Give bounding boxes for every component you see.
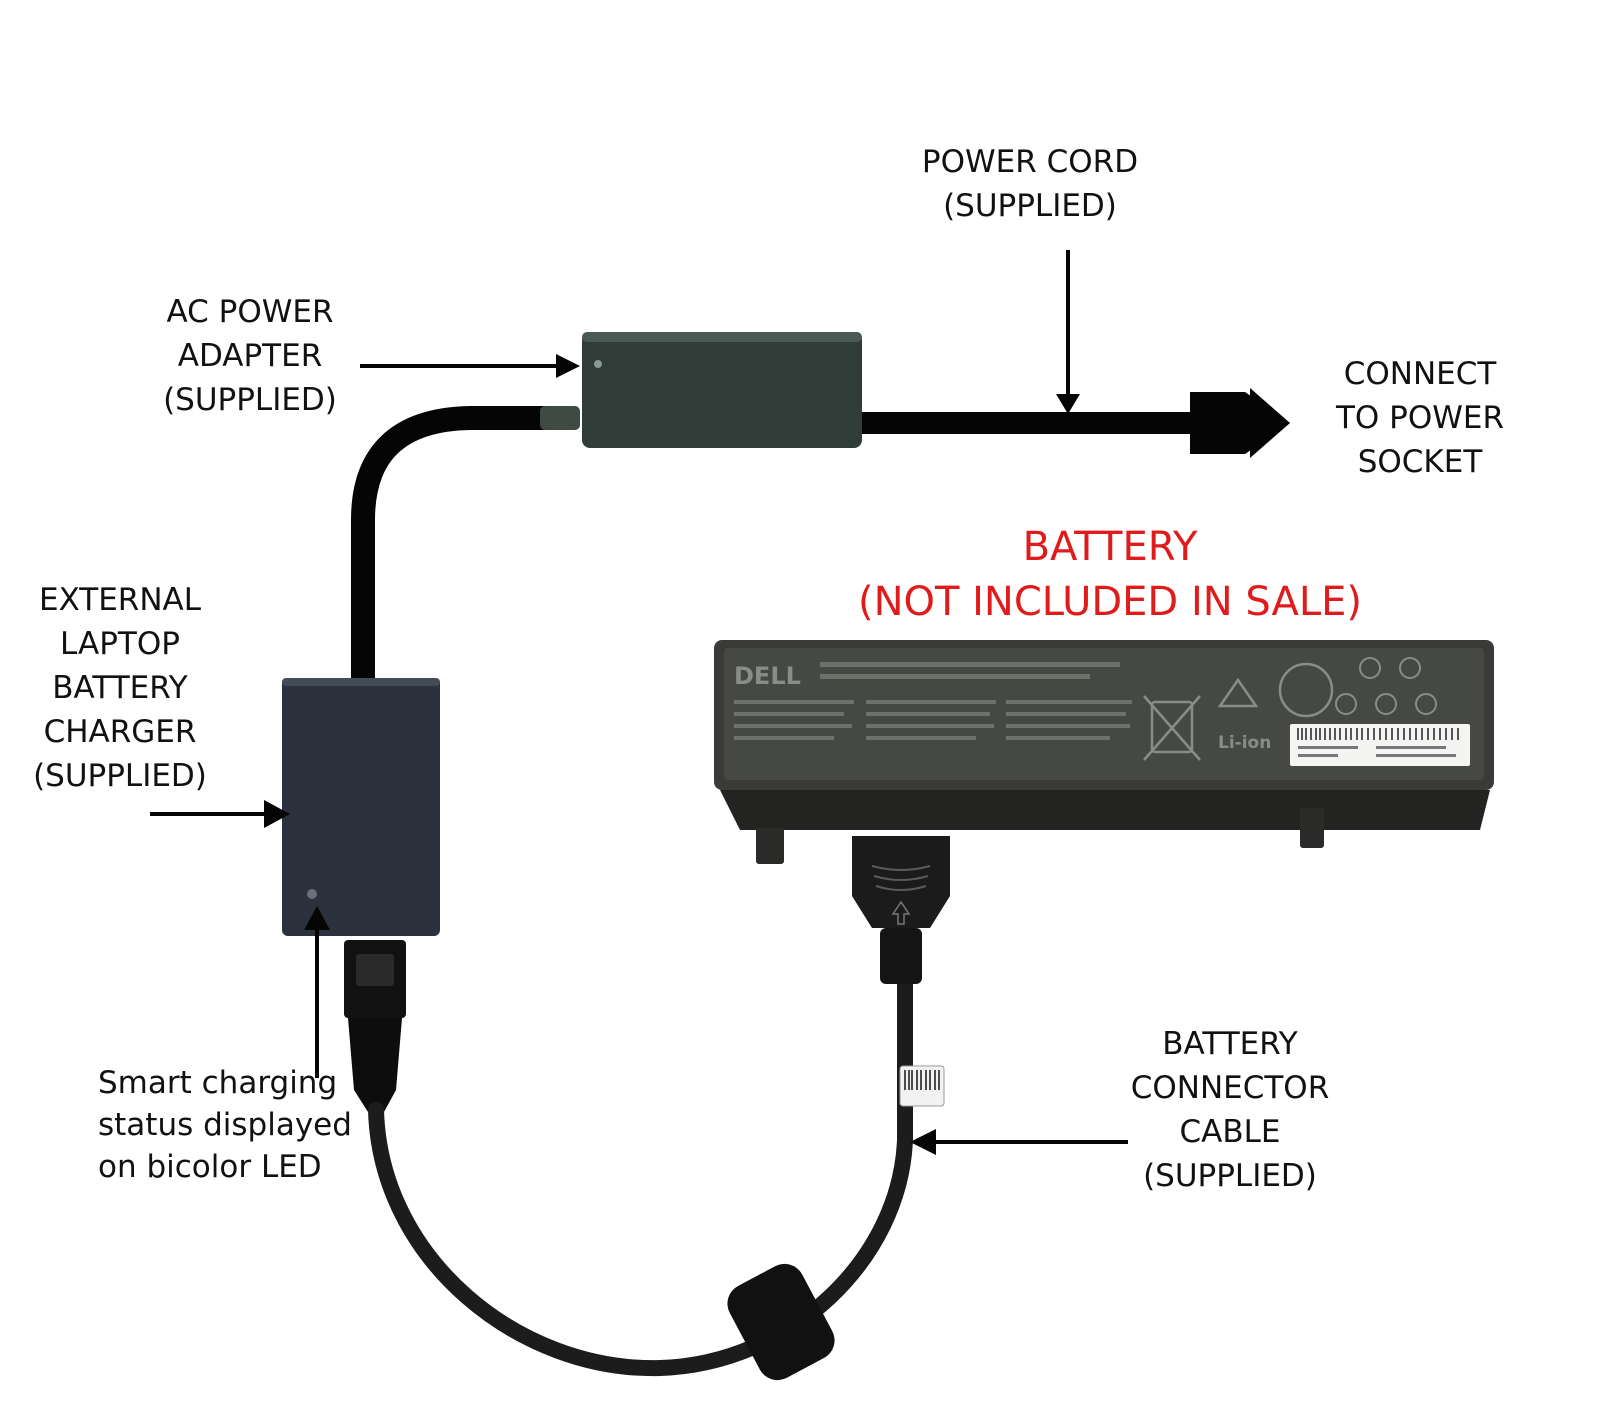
smart-charging-label: Smart charging status displayed on bicol… bbox=[98, 1062, 358, 1188]
charger-label-line: BATTERY bbox=[52, 670, 188, 706]
connector-cable-label-line: (SUPPLIED) bbox=[1143, 1158, 1317, 1194]
adapter-led-icon bbox=[594, 360, 602, 368]
smart-charging-label-line: Smart charging bbox=[98, 1065, 338, 1101]
connector-cable-label: BATTERY CONNECTOR CABLE (SUPPLIED) bbox=[1110, 1022, 1350, 1198]
charger-edge bbox=[282, 678, 440, 686]
ac-power-adapter bbox=[582, 332, 862, 448]
charger-label-line: EXTERNAL bbox=[38, 582, 201, 618]
cable-tag bbox=[899, 1065, 945, 1107]
ac-power-adapter-highlight bbox=[582, 332, 862, 342]
adapter-to-charger-cable bbox=[351, 406, 575, 680]
arrow-power-cord-head-icon bbox=[1056, 394, 1080, 414]
connect-socket-label-line: CONNECT bbox=[1343, 356, 1497, 392]
battery-serial-barcode-icon bbox=[1297, 728, 1459, 740]
charger-label: EXTERNAL LAPTOP BATTERY CHARGER (SUPPLIE… bbox=[20, 578, 220, 798]
battery-serial-print bbox=[1298, 746, 1456, 757]
recycle-icon bbox=[1217, 677, 1259, 708]
power-cord-label-line: POWER CORD bbox=[921, 144, 1139, 180]
connect-socket-label-line: SOCKET bbox=[1357, 444, 1483, 480]
charger-label-line: CHARGER bbox=[43, 714, 197, 750]
battery-li-ion-badge: Li-ion bbox=[1218, 733, 1271, 753]
battery-brand-logo: DELL bbox=[734, 662, 801, 690]
smart-charging-label-line: status displayed bbox=[98, 1107, 352, 1143]
battery-label-line: BATTERY bbox=[1022, 524, 1198, 570]
adapter-strain-relief bbox=[540, 406, 580, 430]
connector-cable-label-line: BATTERY bbox=[1162, 1026, 1298, 1062]
battery-connector-head bbox=[852, 836, 950, 928]
ac-adapter-label-line: AC POWER bbox=[166, 294, 334, 330]
arrow-led-head-icon bbox=[304, 906, 330, 930]
battery-fine-print bbox=[734, 662, 1132, 740]
charger-label-line: LAPTOP bbox=[60, 626, 180, 662]
smart-charging-label-line: on bicolor LED bbox=[98, 1149, 322, 1185]
battery-label: BATTERY (NOT INCLUDED IN SALE) bbox=[850, 520, 1370, 630]
charger-label-line: (SUPPLIED) bbox=[33, 758, 207, 794]
external-battery-charger bbox=[282, 678, 440, 936]
ferrite-core bbox=[727, 1263, 835, 1381]
arrow-charger-head-icon bbox=[264, 800, 290, 828]
ac-adapter-label: AC POWER ADAPTER (SUPPLIED) bbox=[130, 290, 370, 422]
arrow-cable-head-icon bbox=[910, 1129, 936, 1155]
laptop-battery-lower-rail bbox=[720, 790, 1490, 830]
pointer-arrows bbox=[150, 250, 1128, 1155]
battery-cert-marks-icon bbox=[1335, 657, 1437, 715]
connector-grip-icon bbox=[871, 865, 931, 891]
connect-socket-label: CONNECT TO POWER SOCKET bbox=[1300, 352, 1540, 484]
battery-connector-cable bbox=[368, 972, 913, 1377]
cable-tag-barcode-icon bbox=[904, 1070, 940, 1090]
charger-led-icon bbox=[307, 889, 317, 899]
power-cord-label-line: (SUPPLIED) bbox=[943, 188, 1117, 224]
ac-adapter-label-line: (SUPPLIED) bbox=[163, 382, 337, 418]
connect-socket-label-line: TO POWER bbox=[1335, 400, 1505, 436]
connector-arrow-icon bbox=[891, 900, 911, 925]
connect-arrowhead-tip-icon bbox=[1250, 388, 1290, 458]
charger-output-plug-slot bbox=[356, 954, 394, 986]
power-cord-label: POWER CORD (SUPPLIED) bbox=[910, 140, 1150, 228]
charger-plug-strain-relief bbox=[348, 1018, 402, 1112]
recycle-bin-icon bbox=[1143, 695, 1201, 761]
battery-seal-icon bbox=[1278, 662, 1334, 718]
connector-cable-label-line: CABLE bbox=[1179, 1114, 1281, 1150]
connector-cable-label-line: CONNECTOR bbox=[1130, 1070, 1330, 1106]
ac-adapter-label-line: ADAPTER bbox=[177, 338, 323, 374]
battery-label-line: (NOT INCLUDED IN SALE) bbox=[857, 579, 1363, 625]
battery-clip-right bbox=[1300, 808, 1324, 848]
battery-clip-left bbox=[756, 828, 784, 864]
battery-connector-neck bbox=[880, 928, 922, 984]
arrow-ac-adapter-head-icon bbox=[556, 354, 580, 378]
